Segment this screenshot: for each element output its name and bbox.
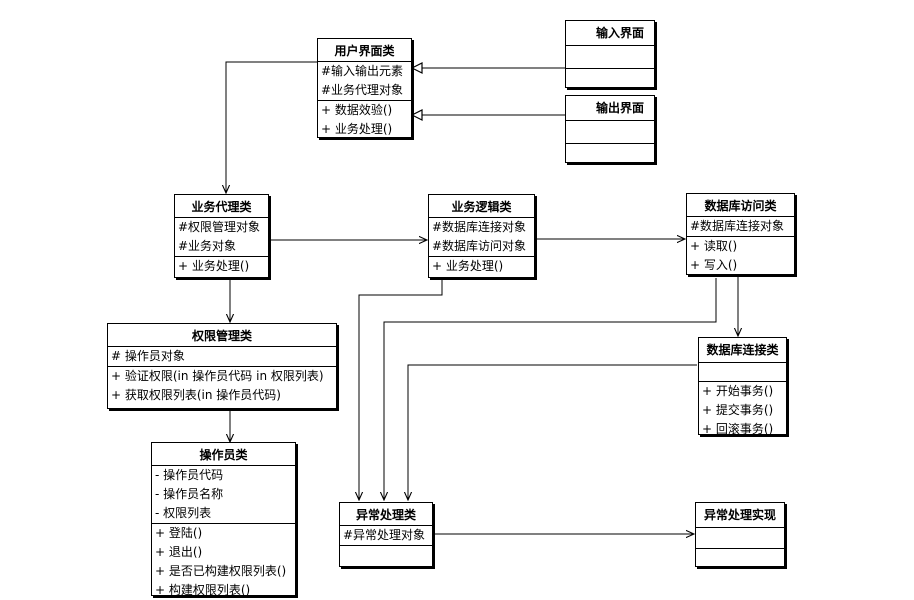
class-operator[interactable]: 操作员类 - 操作员代码 - 操作员名称 - 权限列表 + 登陆() + 退出(…: [151, 442, 296, 597]
association-dbaccess-to-exception: [384, 278, 717, 500]
method: + 写入(): [690, 258, 738, 272]
methods-section: + 业务处理(): [175, 257, 268, 276]
attributes-section: [566, 121, 654, 144]
methods-section: + 开始事务() + 提交事务() + 回滚事务(): [699, 382, 786, 439]
method: + 验证权限(in 操作员代码 in 权限列表): [111, 369, 324, 383]
class-title: 操作员类: [152, 443, 295, 466]
methods-section: + 读取() + 写入(): [687, 237, 794, 275]
attributes-section: # 操作员对象: [108, 347, 336, 367]
method: + 业务处理(): [321, 122, 393, 136]
class-business-logic[interactable]: 业务逻辑类 #数据库连接对象 #数据库访问对象 + 业务处理(): [428, 194, 535, 278]
attribute: #异常处理对象: [343, 528, 426, 542]
attribute: #业务代理对象: [321, 83, 404, 97]
method: + 提交事务(): [702, 403, 774, 417]
class-title: 权限管理类: [108, 324, 336, 347]
attribute: #输入输出元素: [321, 64, 404, 78]
class-title: 业务代理类: [175, 195, 268, 218]
class-user-interface[interactable]: 用户界面类 #输入输出元素 #业务代理对象 + 数据效验() + 业务处理(): [317, 38, 412, 138]
method: + 数据效验(): [321, 103, 393, 117]
method: + 退出(): [155, 545, 203, 559]
attribute: #数据库访问对象: [432, 239, 527, 253]
method: + 开始事务(): [702, 384, 774, 398]
methods-section: [696, 549, 784, 567]
class-title: 异常处理实现: [696, 503, 784, 528]
attribute: #权限管理对象: [178, 220, 261, 234]
methods-section: [566, 69, 654, 89]
class-exception-implementation[interactable]: 异常处理实现: [695, 502, 785, 567]
attribute: # 操作员对象: [111, 349, 185, 363]
attributes-section: #权限管理对象 #业务对象: [175, 218, 268, 257]
class-title: 业务逻辑类: [429, 195, 534, 218]
method: + 读取(): [690, 239, 738, 253]
method: + 构建权限列表(): [155, 583, 251, 597]
attribute: #数据库连接对象: [690, 219, 785, 233]
attributes-section: [696, 528, 784, 549]
methods-section: + 数据效验() + 业务处理(): [318, 101, 411, 139]
class-database-connection[interactable]: 数据库连接类 + 开始事务() + 提交事务() + 回滚事务(): [698, 337, 787, 436]
class-title: 异常处理类: [340, 503, 432, 526]
attribute: #数据库连接对象: [432, 220, 527, 234]
methods-section: [340, 546, 432, 564]
attribute: - 操作员名称: [155, 487, 224, 501]
attributes-section: #数据库连接对象 #数据库访问对象: [429, 218, 534, 257]
method: + 业务处理(): [178, 259, 250, 273]
class-business-proxy[interactable]: 业务代理类 #权限管理对象 #业务对象 + 业务处理(): [174, 194, 269, 278]
methods-section: + 业务处理(): [429, 257, 534, 276]
class-permission-manager[interactable]: 权限管理类 # 操作员对象 + 验证权限(in 操作员代码 in 权限列表) +…: [107, 323, 337, 409]
method: + 获取权限列表(in 操作员代码): [111, 388, 281, 402]
association-logic-to-exception: [359, 278, 443, 500]
class-title: 数据库连接类: [699, 338, 786, 363]
method: + 回滚事务(): [702, 422, 774, 436]
class-exception-handler[interactable]: 异常处理类 #异常处理对象: [339, 502, 433, 567]
attributes-section: [699, 363, 786, 382]
class-input-interface[interactable]: 输入界面: [565, 20, 655, 88]
attribute: #业务对象: [178, 239, 237, 253]
attributes-section: #异常处理对象: [340, 526, 432, 546]
class-title: 用户界面类: [318, 39, 411, 62]
attribute: - 操作员代码: [155, 468, 224, 482]
association-ui-to-proxy: [226, 61, 318, 193]
methods-section: + 登陆() + 退出() + 是否已构建权限列表() + 构建权限列表(): [152, 524, 295, 600]
method: + 登陆(): [155, 526, 203, 540]
method: + 是否已构建权限列表(): [155, 564, 287, 578]
class-title: 数据库访问类: [687, 194, 794, 217]
methods-section: + 验证权限(in 操作员代码 in 权限列表) + 获取权限列表(in 操作员…: [108, 367, 336, 405]
association-dbconn-to-exception: [408, 364, 697, 500]
class-title: 输入界面: [566, 21, 654, 46]
attribute: - 权限列表: [155, 506, 212, 520]
methods-section: [566, 144, 654, 164]
class-title: 输出界面: [566, 96, 654, 121]
attributes-section: #输入输出元素 #业务代理对象: [318, 62, 411, 101]
method: + 业务处理(): [432, 259, 504, 273]
attributes-section: - 操作员代码 - 操作员名称 - 权限列表: [152, 466, 295, 524]
class-output-interface[interactable]: 输出界面: [565, 95, 655, 163]
class-database-access[interactable]: 数据库访问类 #数据库连接对象 + 读取() + 写入(): [686, 193, 795, 275]
attributes-section: #数据库连接对象: [687, 217, 794, 237]
attributes-section: [566, 46, 654, 69]
